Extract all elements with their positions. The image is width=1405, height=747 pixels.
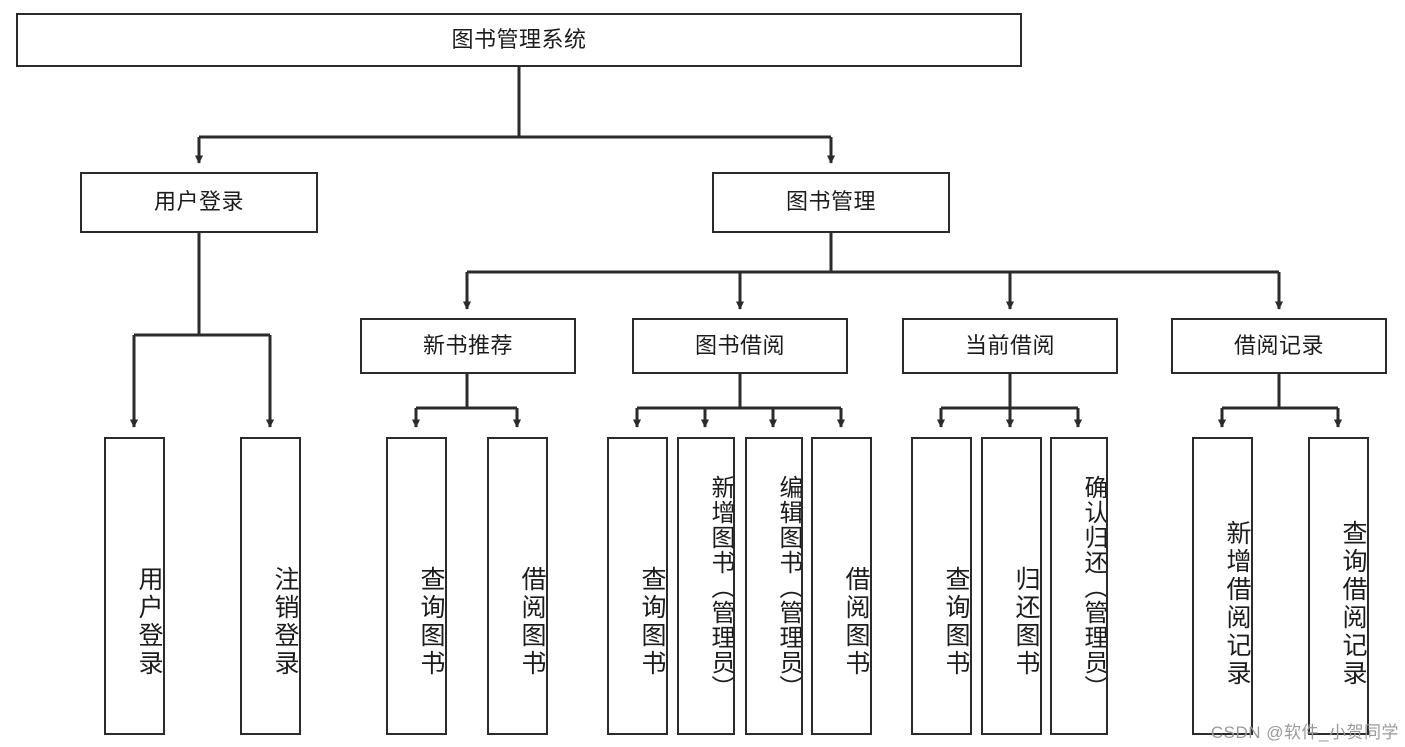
csdn-watermark: CSDN @软件_小贺同学 (1210, 723, 1399, 742)
leaf-borrow-book-recommend[interactable]: 借阅图书 (487, 437, 548, 735)
leaf-confirm-return-admin[interactable]: 确认归还（管理员） (1050, 437, 1108, 735)
node-new-book-recommend[interactable]: 新书推荐 (360, 318, 576, 374)
leaf-return-book[interactable]: 归还图书 (981, 437, 1042, 735)
leaf-query-borrow-record[interactable]: 查询借阅记录 (1308, 437, 1369, 735)
leaf-add-book-admin[interactable]: 新增图书（管理员） (677, 437, 735, 735)
leaf-query-book-current[interactable]: 查询图书 (911, 437, 972, 735)
node-root-system[interactable]: 图书管理系统 (16, 13, 1022, 67)
node-user-login[interactable]: 用户登录 (80, 172, 318, 233)
leaf-borrow-book-borrow[interactable]: 借阅图书 (811, 437, 872, 735)
node-current-borrow[interactable]: 当前借阅 (902, 318, 1118, 374)
leaf-add-borrow-record[interactable]: 新增借阅记录 (1192, 437, 1253, 735)
leaf-query-book-borrow[interactable]: 查询图书 (607, 437, 668, 735)
leaf-query-book-recommend[interactable]: 查询图书 (386, 437, 447, 735)
leaf-edit-book-admin[interactable]: 编辑图书（管理员） (745, 437, 803, 735)
node-book-management[interactable]: 图书管理 (712, 172, 950, 233)
leaf-logout-login[interactable]: 注销登录 (240, 437, 301, 735)
node-borrow-record[interactable]: 借阅记录 (1171, 318, 1387, 374)
leaf-user-login[interactable]: 用户登录 (104, 437, 165, 735)
node-book-borrow[interactable]: 图书借阅 (632, 318, 848, 374)
